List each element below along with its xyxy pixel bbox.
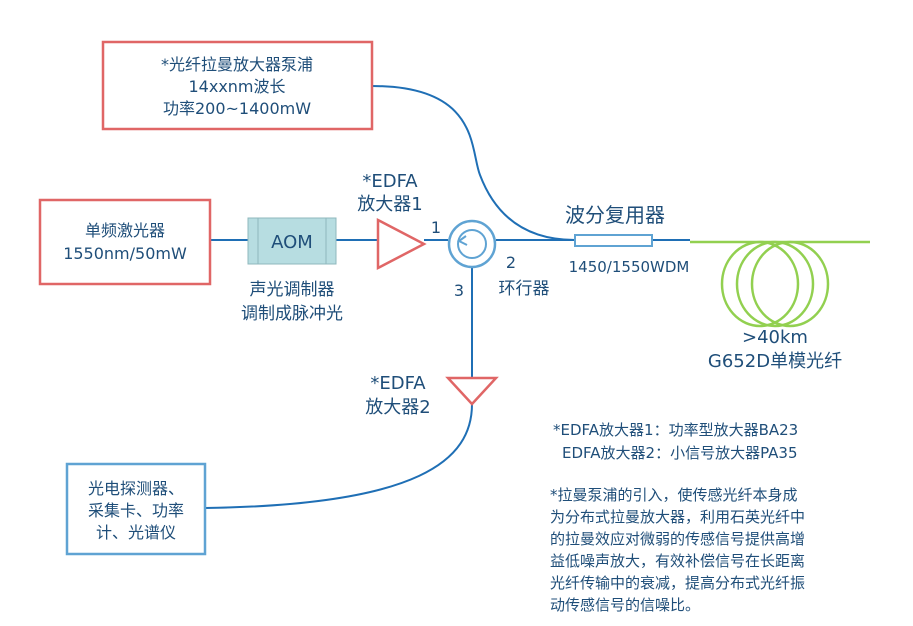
detector-line2: 采集卡、功率	[88, 501, 184, 520]
note-raman-line: 的拉曼效应对微弱的传感信号提供高增	[550, 530, 805, 548]
laser-box	[38, 198, 212, 286]
aom-block	[247, 217, 337, 265]
edfa1-label-2: 放大器1	[357, 194, 422, 215]
edfa2-amplifier-icon	[445, 376, 499, 406]
circulator-port-2: 2	[506, 253, 516, 272]
wire-edfa2-to-detector	[204, 403, 473, 509]
circulator-port-1: 1	[431, 218, 441, 237]
detector-line1: 光电探测器、	[88, 479, 184, 498]
note-raman-line: 为分布式拉曼放大器，利用石英光纤中	[550, 508, 805, 526]
aom-label: AOM	[271, 232, 313, 253]
circulator-label: 环行器	[499, 279, 550, 299]
fiber-type: G652D单模光纤	[708, 351, 842, 372]
note-raman-paragraph: *拉曼泵浦的引入，使传感光纤本身成 为分布式拉曼放大器，利用石英光纤中 的拉曼效…	[550, 486, 805, 614]
edfa2-label-2: 放大器2	[365, 397, 430, 418]
pump-line2: 14xxnm波长	[188, 77, 285, 96]
circulator-icon	[447, 219, 497, 269]
pump-line3: 功率200~1400mW	[163, 99, 311, 118]
fiber-coil-icon	[720, 240, 830, 328]
note-edfa2: EDFA放大器2：小信号放大器PA35	[562, 444, 798, 462]
edfa2-label-1: *EDFA	[370, 373, 426, 394]
aom-caption-2: 调制成脉冲光	[241, 304, 343, 324]
laser-line2: 1550nm/50mW	[63, 244, 187, 263]
pump-box	[101, 40, 374, 131]
circulator-port-3: 3	[454, 281, 464, 300]
detector-box	[65, 462, 207, 556]
detector-line3: 计、光谱仪	[96, 523, 176, 542]
note-raman-line: 动传感信号的信噪比。	[550, 596, 700, 614]
aom-caption-1: 声光调制器	[250, 280, 335, 300]
fiber-length: >40km	[742, 327, 808, 348]
edfa1-label-1: *EDFA	[362, 171, 418, 192]
note-raman-line: 益低噪声放大，有效补偿信号在长距离	[550, 552, 805, 570]
note-raman-line: 光纤传输中的衰减，提高分布式光纤振	[550, 574, 805, 592]
note-edfa1: *EDFA放大器1：功率型放大器BA23	[553, 421, 798, 439]
wdm-spec: 1450/1550WDM	[569, 258, 690, 276]
wire-pump-to-wdm	[371, 85, 576, 241]
pump-line1: *光纤拉曼放大器泵浦	[161, 55, 313, 74]
wdm-title: 波分复用器	[565, 203, 665, 227]
laser-line1: 单频激光器	[85, 221, 165, 240]
note-raman-line: *拉曼泵浦的引入，使传感光纤本身成	[550, 486, 798, 504]
edfa1-amplifier-icon	[376, 217, 427, 271]
wdm-component	[574, 234, 653, 247]
